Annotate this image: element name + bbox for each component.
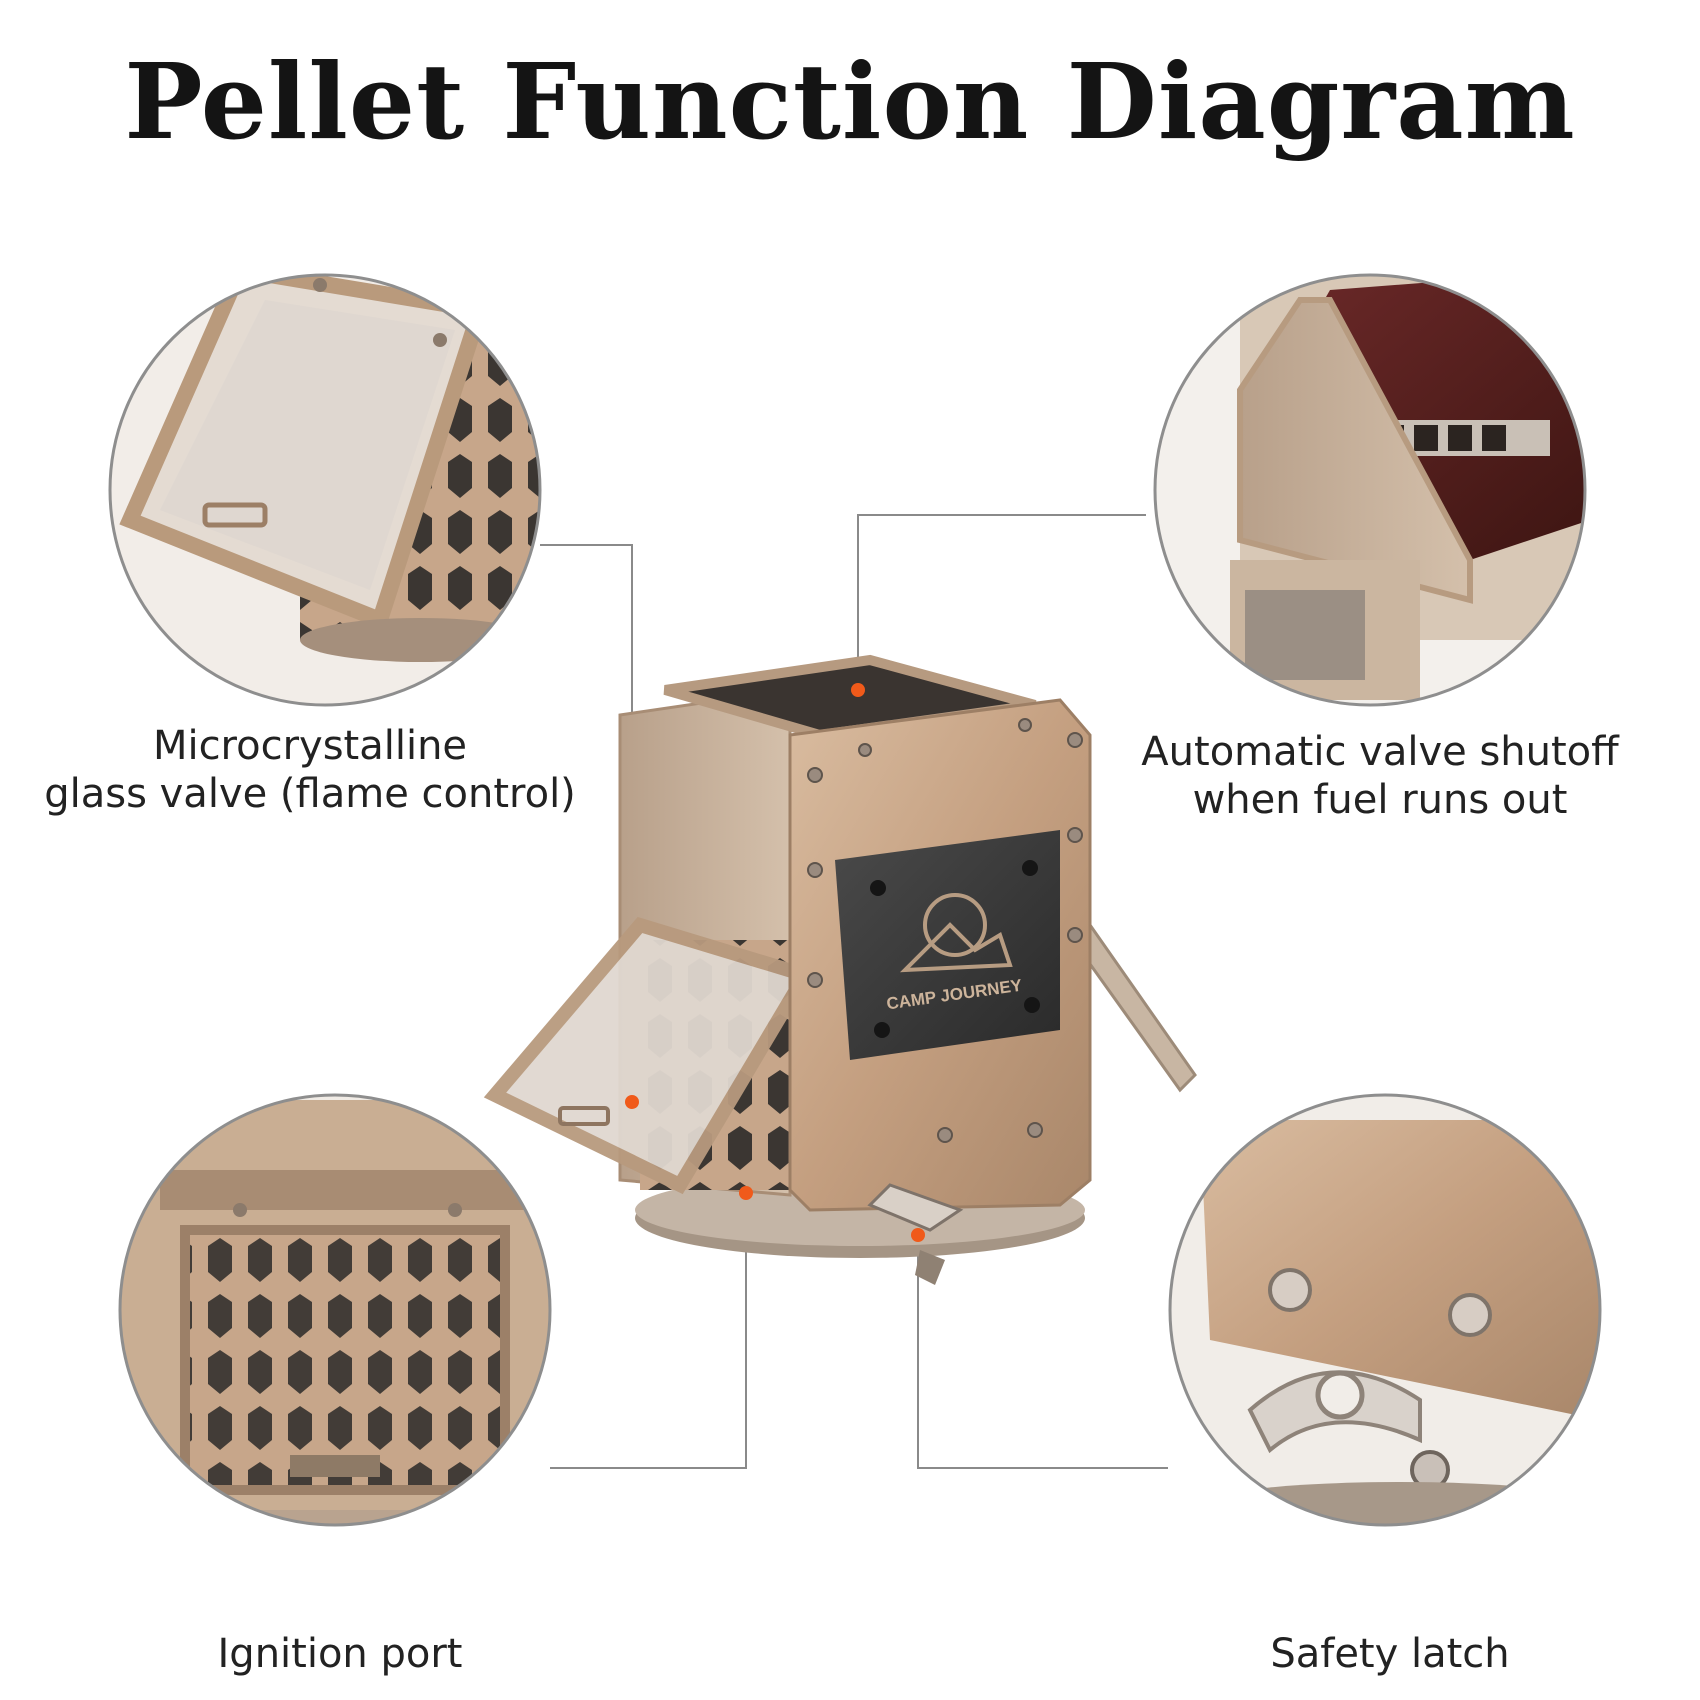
marker-glass-valve: [625, 1095, 639, 1109]
marker-safety-latch: [911, 1228, 925, 1242]
leader-line-safety-latch: [917, 1235, 1168, 1469]
callout-glass-valve: Microcrystalline glass valve (flame cont…: [30, 722, 590, 818]
callout-auto-valve: Automatic valve shutoff when fuel runs o…: [1110, 728, 1650, 824]
callout-glass-valve-line2: glass valve (flame control): [44, 771, 576, 817]
callout-glass-valve-line1: Microcrystalline: [152, 723, 468, 769]
detail-ignition-port: [118, 1093, 552, 1527]
callout-safety-latch-line1: Safety latch: [1270, 1631, 1510, 1677]
callout-auto-valve-line1: Automatic valve shutoff: [1141, 729, 1619, 775]
callout-ignition-port-line1: Ignition port: [217, 1631, 463, 1677]
stove-illustration: CAMP JOURNEY: [483, 654, 1197, 1285]
detail-safety-latch: [1168, 1093, 1602, 1527]
marker-ignition-port: [739, 1186, 753, 1200]
callout-ignition-port: Ignition port: [130, 1630, 550, 1678]
markers: [625, 683, 925, 1242]
leader-line-ignition-port: [550, 1200, 747, 1469]
diagram-title: Pellet Function Diagram: [124, 40, 1576, 163]
callout-auto-valve-line2: when fuel runs out: [1192, 777, 1568, 823]
marker-auto-valve: [851, 683, 865, 697]
detail-glass-valve: [108, 273, 542, 707]
leader-line-auto-valve: [857, 514, 1146, 690]
callout-safety-latch: Safety latch: [1180, 1630, 1600, 1678]
detail-auto-valve: [1153, 273, 1587, 707]
brand-plate: CAMP JOURNEY: [835, 830, 1060, 1060]
